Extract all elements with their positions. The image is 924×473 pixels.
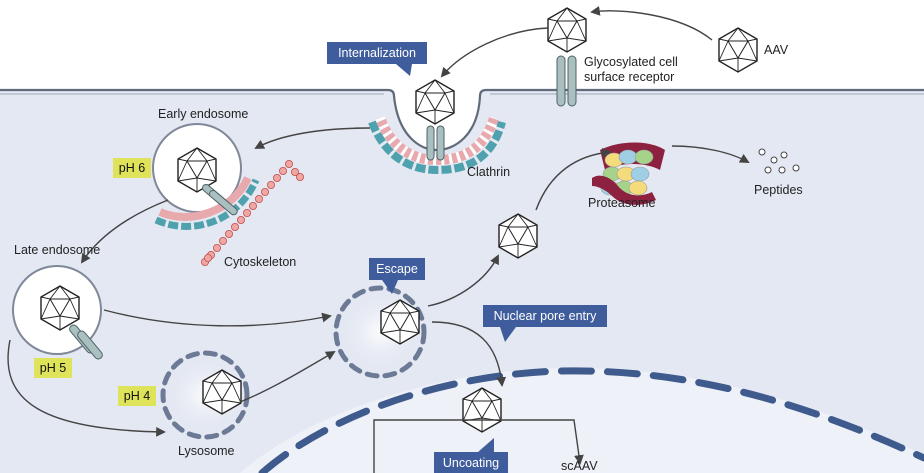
proteasome bbox=[592, 142, 665, 205]
svg-text:Nuclear pore entry: Nuclear pore entry bbox=[494, 309, 598, 323]
label-lysosome: Lysosome bbox=[178, 444, 235, 458]
label-early-endosome: Early endosome bbox=[158, 107, 248, 121]
label-peptides: Peptides bbox=[754, 183, 803, 197]
label-receptor-line2: surface receptor bbox=[584, 70, 674, 84]
tag-nuclear-pore-entry: Nuclear pore entry bbox=[483, 305, 607, 342]
svg-text:Internalization: Internalization bbox=[338, 46, 416, 60]
receptor-pit bbox=[426, 125, 435, 161]
aav-capsid-free bbox=[718, 27, 758, 73]
nuclear-envelope bbox=[258, 367, 924, 473]
svg-text:pH 5: pH 5 bbox=[40, 361, 66, 375]
label-aav: AAV bbox=[764, 43, 789, 57]
pathway-arrows bbox=[7, 6, 750, 473]
svg-text:pH 6: pH 6 bbox=[119, 161, 145, 175]
label-scaav: scAAV bbox=[561, 459, 598, 473]
svg-text:Escape: Escape bbox=[376, 262, 418, 276]
early-endosome bbox=[152, 123, 260, 230]
tag-internalization: Internalization bbox=[327, 42, 427, 76]
label-receptor-line1: Glycosylated cell bbox=[584, 55, 678, 69]
aav-capsid-pit bbox=[415, 79, 455, 125]
label-cytoskeleton: Cytoskeleton bbox=[224, 255, 296, 269]
lysosome bbox=[160, 350, 250, 440]
escape-vesicle bbox=[333, 285, 427, 379]
label-clathrin: Clathrin bbox=[467, 165, 510, 179]
ph-badge-4: pH 4 bbox=[118, 386, 156, 406]
aav-capsid-bound bbox=[547, 7, 587, 53]
cytoskeleton bbox=[200, 159, 304, 266]
peptides bbox=[758, 148, 800, 174]
label-late-endosome: Late endosome bbox=[14, 243, 100, 257]
svg-text:Uncoating: Uncoating bbox=[443, 456, 499, 470]
late-endosome bbox=[12, 265, 103, 360]
tag-uncoating: Uncoating bbox=[434, 438, 508, 473]
label-proteasome: Proteasome bbox=[588, 196, 655, 210]
surface-receptor bbox=[556, 55, 566, 107]
ph-badge-5: pH 5 bbox=[34, 358, 72, 378]
tag-escape: Escape bbox=[369, 258, 425, 294]
svg-text:pH 4: pH 4 bbox=[124, 389, 150, 403]
ph-badge-6: pH 6 bbox=[113, 158, 151, 178]
clathrin-coat bbox=[368, 116, 506, 175]
